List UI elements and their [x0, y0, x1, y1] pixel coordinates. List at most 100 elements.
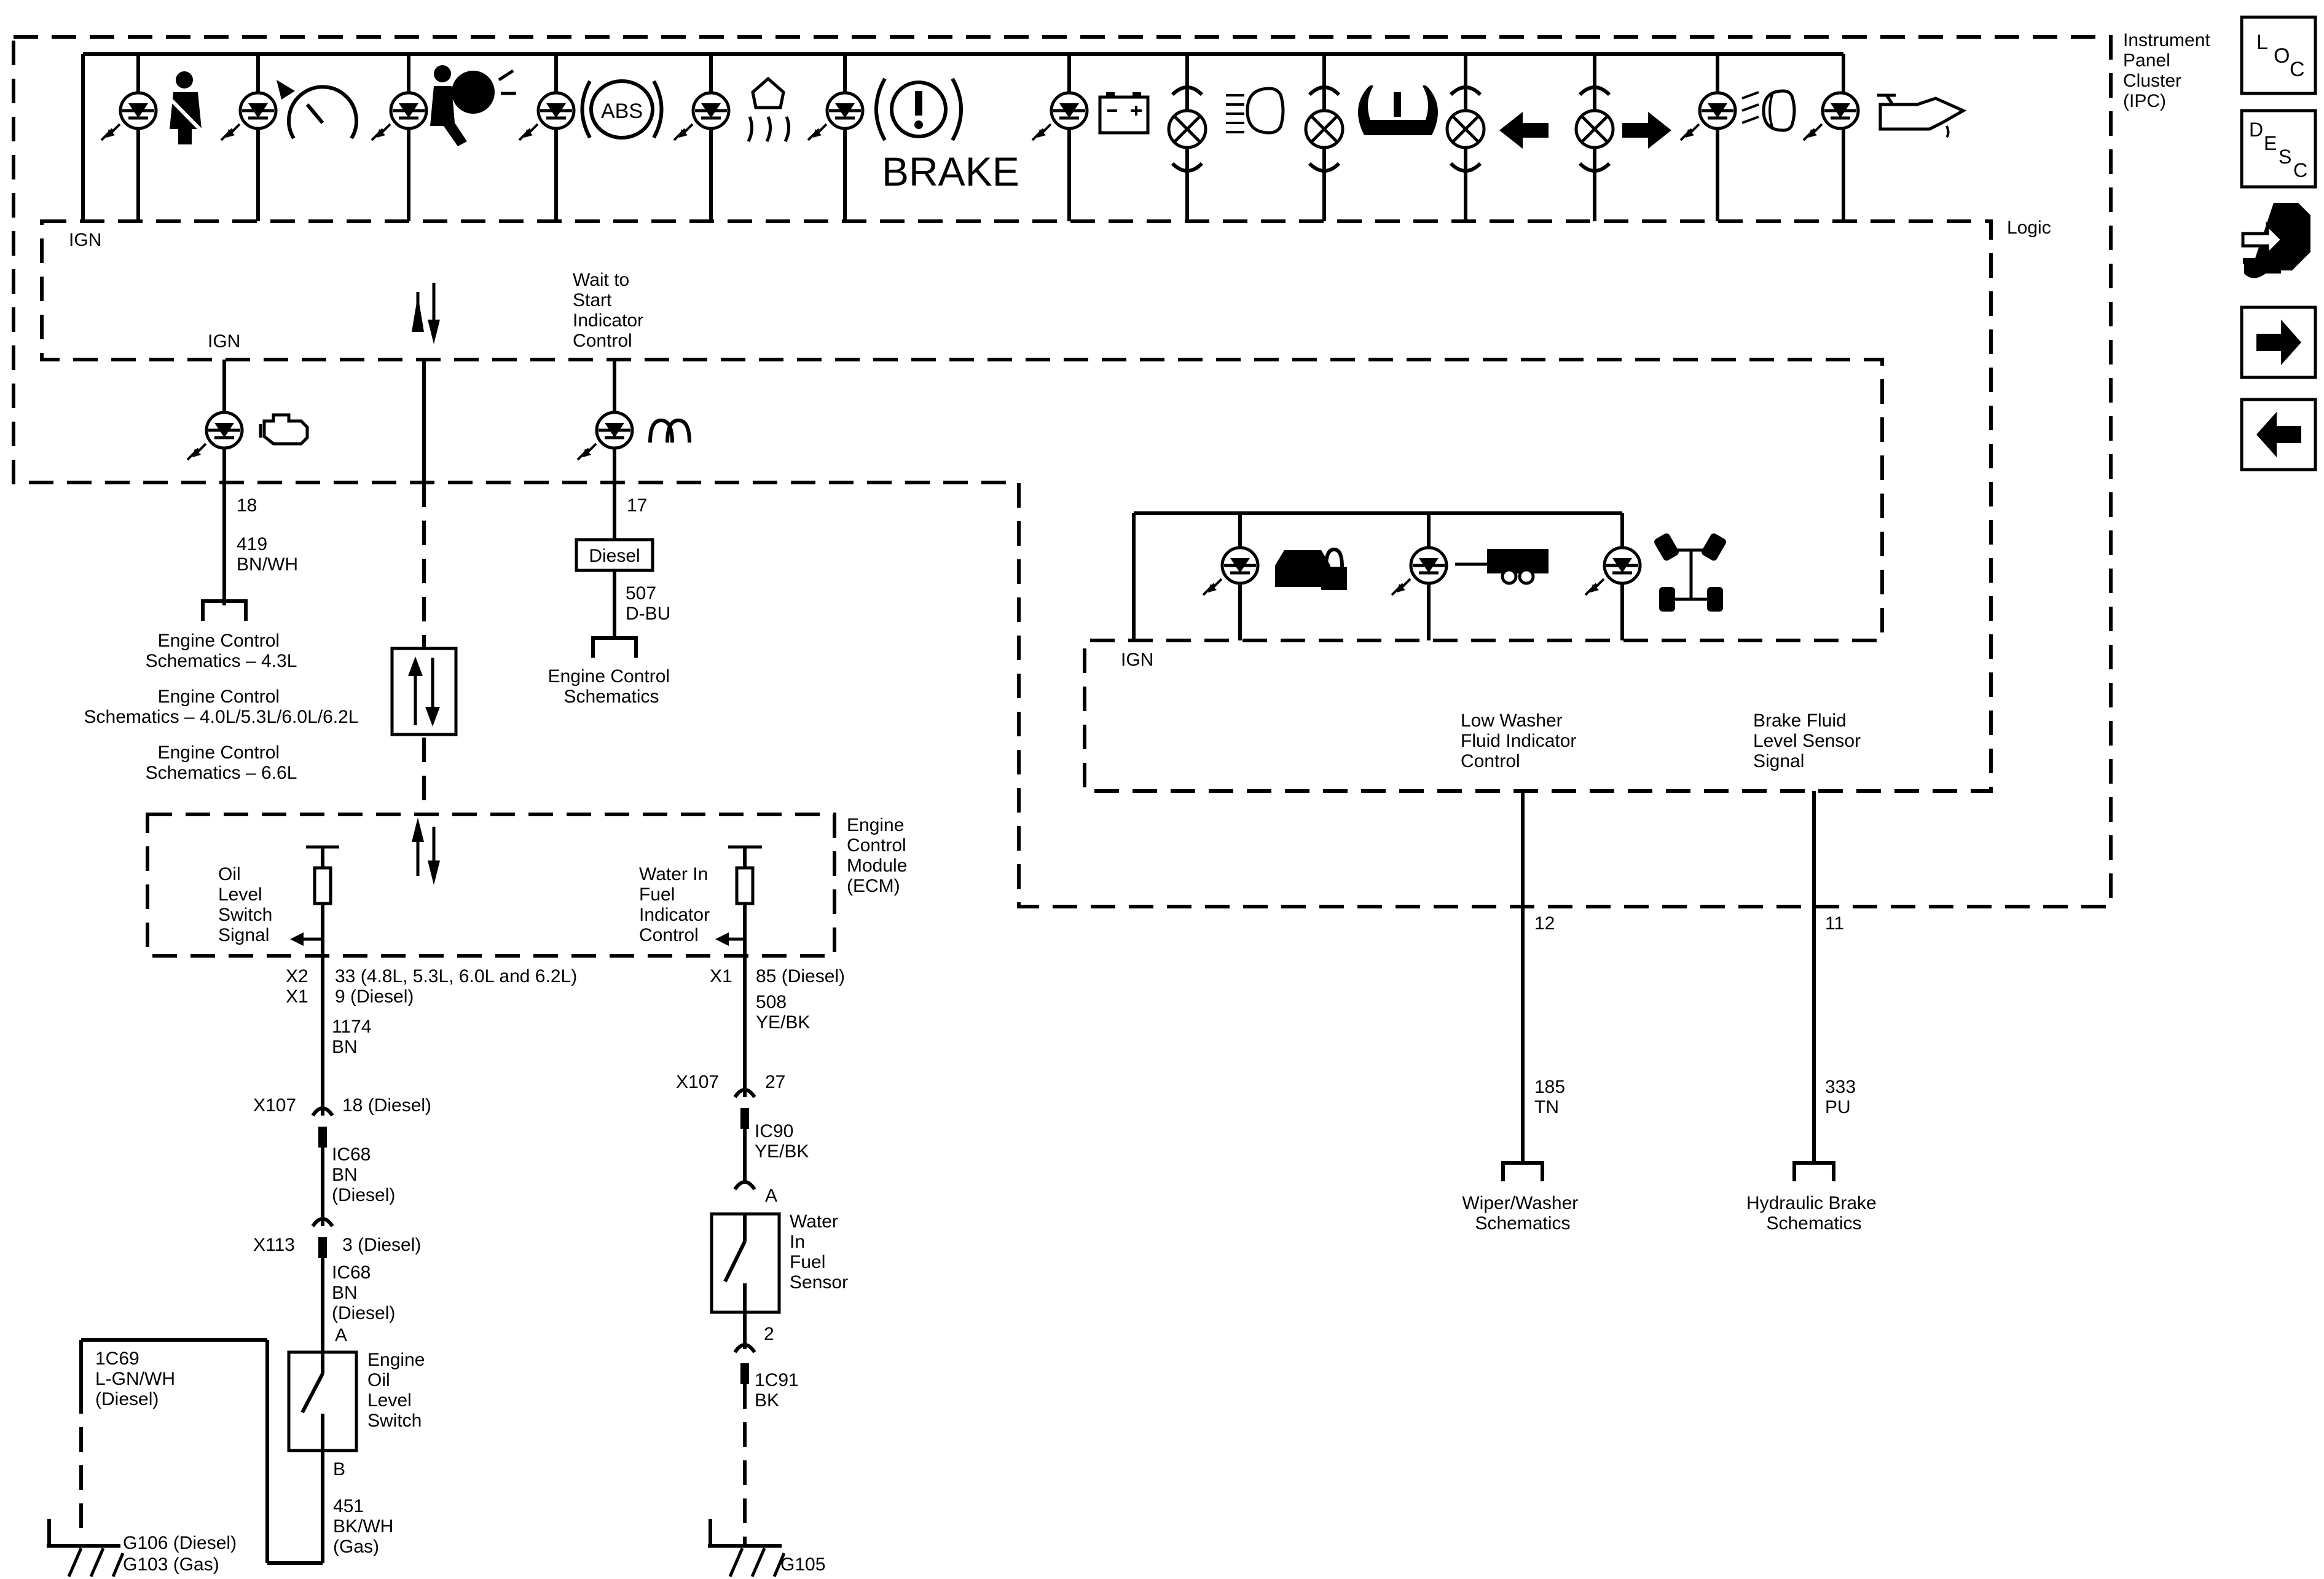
water-ctrl-pullup	[715, 845, 762, 946]
battery-icon	[1098, 92, 1150, 135]
left-arrow-icon-nav	[2256, 412, 2301, 457]
x113-label: X113	[253, 1235, 295, 1255]
ground-g105-label: G105	[780, 1554, 825, 1575]
brake-fluid-label: Brake Fluid Level Sensor Signal	[1753, 711, 1866, 771]
check-engine-led-icon	[187, 412, 242, 460]
wire-185: 185	[1534, 1077, 1565, 1097]
svg-text:D: D	[2249, 119, 2263, 141]
ground-g103-label: G103 (Gas)	[123, 1554, 219, 1575]
logic-label: Logic	[2007, 218, 2051, 238]
sensor-connector-a-icon	[733, 1180, 756, 1191]
wire-419: 419	[237, 534, 267, 554]
security-led-icon	[1203, 548, 1258, 595]
right-arrow-icon	[1622, 112, 1671, 149]
diesel-box-label: Diesel	[589, 546, 640, 566]
wiper-connector-stub	[1501, 1161, 1544, 1181]
wire-507: 507	[626, 583, 656, 604]
left-arrow-icon	[1499, 112, 1549, 149]
wire-507-color: D-BU	[626, 604, 670, 624]
wire-333-color: PU	[1825, 1097, 1851, 1117]
abs-icon: ABS	[580, 79, 664, 140]
serial-data-box-icon	[390, 647, 458, 736]
ign-label-top: IGN	[69, 230, 101, 250]
next-button[interactable]	[2240, 305, 2317, 379]
loc-button[interactable]: L O C	[2240, 15, 2317, 95]
4wd-led-icon	[1585, 548, 1640, 595]
engine-43-dest: Engine Control Schematics – 4.3L	[146, 631, 297, 671]
water-in-fuel-sensor-label: Water In Fuel Sensor	[790, 1211, 848, 1293]
wire-419-color: BN/WH	[237, 554, 298, 575]
seatbelt-led-icon	[101, 93, 156, 140]
ic68-a-label: IC68 BN (Diesel)	[332, 1144, 395, 1205]
traction-icon	[747, 76, 790, 143]
previous-button[interactable]	[2240, 398, 2317, 471]
brake-warning-icon	[874, 77, 963, 141]
ign-label-right: IGN	[1121, 650, 1153, 670]
fog-led-icon	[1681, 93, 1735, 140]
brake-led-icon	[808, 93, 863, 140]
wire-185-color: TN	[1534, 1097, 1559, 1117]
wire-1c69	[79, 1338, 323, 1565]
ign-label-mid: IGN	[208, 331, 240, 352]
wire-508-color: YE/BK	[756, 1012, 810, 1033]
fog-lamp-icon	[1741, 89, 1796, 132]
x113-pin: 3 (Diesel)	[342, 1235, 421, 1255]
logic-boundary	[40, 219, 1993, 793]
trailer-led-icon	[1392, 548, 1447, 595]
oil-can-icon	[1877, 93, 1967, 138]
airbag-led-icon	[372, 93, 426, 140]
cruise-led-icon	[221, 93, 276, 140]
abs-led-icon	[519, 93, 574, 140]
pin-12: 12	[1534, 913, 1555, 934]
wire-1c91-label: 1C91 BK	[755, 1370, 804, 1411]
sensor-pin-a: A	[765, 1186, 777, 1206]
traction-led-icon	[674, 93, 729, 140]
headlamp-icon	[1226, 87, 1285, 135]
ground-g106-icon	[47, 1519, 123, 1577]
airbag-icon	[430, 65, 516, 146]
water-in-fuel-ctrl-label: Water In Fuel Indicator Control	[639, 864, 715, 945]
oil-level-switch-label: Engine Oil Level Switch	[367, 1350, 430, 1431]
oil-switch-pin-b: B	[333, 1459, 345, 1479]
svg-text:O: O	[2274, 44, 2290, 68]
desc-button[interactable]: D E S C	[2240, 109, 2317, 189]
engine-multi-dest: Engine Control Schematics – 4.0L/5.3L/6.…	[84, 687, 359, 727]
wait-to-start-label: Wait to Start Indicator Control	[573, 270, 648, 351]
hydraulic-dest: Hydraulic Brake Schematics	[1746, 1193, 1882, 1234]
right-sub-bus	[1132, 511, 1624, 640]
trailer-icon	[1455, 549, 1549, 585]
hydraulic-connector-stub	[1792, 1161, 1835, 1181]
svg-text:S: S	[2279, 146, 2291, 168]
oil-level-signal-label: Oil Level Switch Signal	[218, 864, 278, 945]
right-x1-pin: 85 (Diesel)	[756, 966, 845, 986]
right-arrow-icon-nav	[2256, 320, 2301, 365]
brake-label: BRAKE	[882, 149, 1019, 194]
connector-wrench-button[interactable]	[2241, 203, 2310, 278]
check-engine-icon	[259, 413, 309, 446]
wire-1c69-label: 1C69 L-GN/WH (Diesel)	[95, 1349, 180, 1409]
engine-ctrl-dest: Engine Control Schematics	[548, 666, 675, 707]
oil-switch-pin-a: A	[335, 1325, 347, 1345]
ipc-boundary	[12, 35, 2113, 908]
right-x107-pin: 27	[765, 1072, 785, 1092]
svg-text:L: L	[2256, 31, 2268, 54]
4wd-icon	[1654, 533, 1726, 612]
ecm-boundary	[146, 813, 836, 958]
abs-label: ABS	[601, 100, 643, 123]
engine-66-dest: Engine Control Schematics – 6.6L	[146, 742, 297, 783]
water-in-fuel-sensor-icon	[710, 1212, 781, 1314]
ecm-title: Engine Control Module (ECM)	[847, 815, 913, 896]
sensor-connector-2-icon	[735, 1345, 755, 1384]
wire-333: 333	[1825, 1077, 1856, 1097]
left-x2-pin: 33 (4.8L, 5.3L, 6.0L and 6.2L)	[335, 966, 577, 986]
right-x1: X1	[710, 966, 732, 986]
oil-signal-pullup	[290, 845, 339, 946]
wiper-dest: Wiper/Washer Schematics	[1462, 1193, 1583, 1234]
ic68-b-label: IC68 BN (Diesel)	[332, 1262, 395, 1323]
cruise-control-icon	[277, 80, 358, 140]
wait-to-start-led-icon	[578, 412, 632, 460]
ic90-label: IC90 YE/BK	[755, 1121, 809, 1162]
security-car-lock-icon	[1275, 547, 1347, 590]
engine-ctrl-connector-stub	[591, 636, 638, 658]
